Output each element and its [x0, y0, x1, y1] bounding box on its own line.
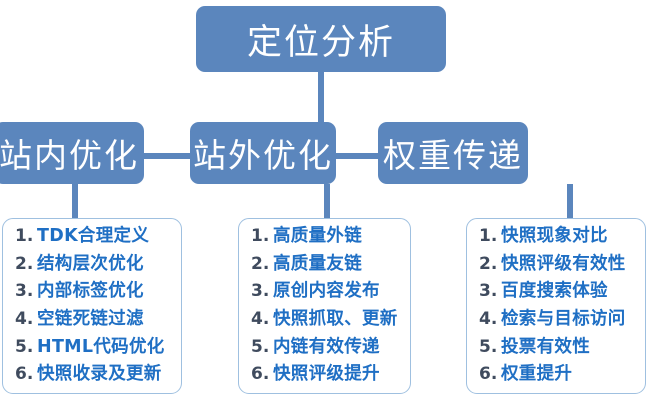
list-item-label: 原创内容发布 [273, 281, 380, 302]
list-item-number: 2. [251, 253, 270, 274]
connector-branch-middle-to-right [332, 153, 382, 159]
connector-branch-right-to-panel [567, 184, 573, 220]
list-item-label: 空链死链过滤 [37, 309, 144, 330]
list-item[interactable]: 1. 快照现象对比 [479, 226, 645, 246]
node-branch-weight-label: 权重传递 [383, 136, 523, 175]
list-item-label: 检索与目标访问 [501, 309, 626, 330]
connector-branch-left-to-middle [144, 153, 194, 159]
list-item[interactable]: 4. 快照抓取、更新 [251, 311, 410, 329]
list-item[interactable]: 5. 内链有效传递 [251, 336, 410, 357]
list-item[interactable]: 4. 检索与目标访问 [479, 311, 645, 329]
list-item-label: 内部标签优化 [37, 281, 144, 302]
list-item[interactable]: 4. 空链死链过滤 [15, 311, 181, 329]
list-item-number: 3. [479, 281, 498, 302]
node-root[interactable]: 定位分析 [196, 6, 446, 72]
list-item[interactable]: 1. TDK合理定义 [15, 226, 181, 246]
panel-onsite-items: 1. TDK合理定义 2. 结构层次优化 3. 内部标签优化 4. 空链死链过滤… [2, 218, 182, 394]
list-item[interactable]: 5. HTML代码优化 [15, 336, 181, 357]
list-item-number: 6. [251, 364, 270, 385]
list-item-number: 6. [479, 364, 498, 385]
list-item-label: 高质量外链 [273, 226, 362, 246]
node-branch-weight[interactable]: 权重传递 [378, 122, 528, 184]
connector-root-to-branches [318, 70, 324, 128]
list-item-label: 结构层次优化 [37, 253, 144, 274]
list-item[interactable]: 3. 百度搜索体验 [479, 283, 645, 301]
list-item-number: 6. [15, 364, 34, 385]
list-item[interactable]: 3. 原创内容发布 [251, 283, 410, 301]
node-branch-offsite-label: 站外优化 [193, 136, 333, 175]
list-item-label: 高质量友链 [273, 253, 362, 274]
list-item-label: 快照评级提升 [273, 364, 380, 385]
list-item-label: 快照抓取、更新 [273, 309, 398, 330]
list-item-label: 快照现象对比 [501, 226, 608, 246]
list-item-label: 权重提升 [501, 364, 573, 385]
panel-offsite-items: 1. 高质量外链 2. 高质量友链 3. 原创内容发布 4. 快照抓取、更新 5… [238, 218, 411, 394]
list-item-number: 3. [15, 281, 34, 302]
node-root-label: 定位分析 [246, 22, 395, 63]
list-item[interactable]: 6. 快照收录及更新 [15, 366, 181, 384]
list-item[interactable]: 6. 权重提升 [479, 366, 645, 384]
list-item-number: 1. [479, 226, 498, 246]
list-item-label: HTML代码优化 [37, 336, 165, 357]
list-item[interactable]: 2. 结构层次优化 [15, 253, 181, 274]
list-item[interactable]: 2. 高质量友链 [251, 253, 410, 274]
connector-branch-left-to-panel [72, 184, 78, 220]
list-item-number: 1. [15, 226, 34, 246]
list-item-number: 5. [251, 336, 270, 357]
node-branch-offsite[interactable]: 站外优化 [190, 122, 336, 184]
list-item-label: 投票有效性 [501, 336, 590, 357]
list-item-label: 内链有效传递 [273, 336, 380, 357]
list-item[interactable]: 3. 内部标签优化 [15, 283, 181, 301]
list-item-label: 百度搜索体验 [501, 281, 608, 302]
list-item-number: 1. [251, 226, 270, 246]
list-item-number: 5. [479, 336, 498, 357]
panel-weight-items: 1. 快照现象对比 2. 快照评级有效性 3. 百度搜索体验 4. 检索与目标访… [466, 218, 646, 394]
node-branch-onsite[interactable]: 站内优化 [0, 122, 144, 184]
list-item[interactable]: 1. 高质量外链 [251, 226, 410, 246]
list-item-number: 2. [479, 253, 498, 274]
list-item[interactable]: 5. 投票有效性 [479, 336, 645, 357]
list-item-number: 2. [15, 253, 34, 274]
list-item-number: 4. [479, 309, 498, 330]
list-item-label: 快照收录及更新 [37, 364, 162, 385]
list-item[interactable]: 2. 快照评级有效性 [479, 253, 645, 274]
list-item-number: 4. [251, 309, 270, 330]
list-item-label: 快照评级有效性 [501, 253, 626, 274]
list-item[interactable]: 6. 快照评级提升 [251, 366, 410, 384]
list-item-number: 5. [15, 336, 34, 357]
connector-branch-middle-to-panel [324, 184, 330, 220]
node-branch-onsite-label: 站内优化 [0, 136, 139, 175]
list-item-label: TDK合理定义 [37, 226, 150, 246]
list-item-number: 4. [15, 309, 34, 330]
list-item-number: 3. [251, 281, 270, 302]
